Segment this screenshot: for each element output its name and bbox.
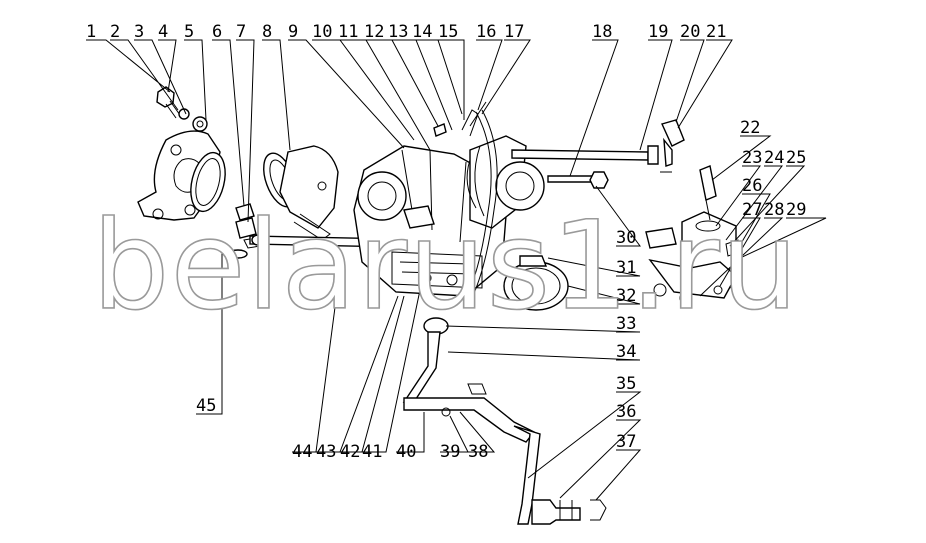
callout-16: 16 [476, 22, 496, 42]
callout-33: 33 [616, 314, 636, 334]
callout-20: 20 [680, 22, 700, 42]
callout-31: 31 [616, 258, 636, 278]
callout-19: 19 [648, 22, 668, 42]
callout-12: 12 [364, 22, 384, 42]
callout-28: 28 [764, 200, 784, 220]
callout-29: 29 [786, 200, 806, 220]
callout-2: 2 [110, 22, 120, 42]
callout-38: 38 [468, 442, 488, 462]
callout-45: 45 [196, 396, 216, 416]
connecting-pipe-part [511, 119, 685, 189]
callout-18: 18 [592, 22, 612, 42]
callout-numbers: 1 2 3 4 5 6 7 8 9 10 11 12 13 14 15 16 1… [86, 22, 806, 462]
bolt-part [156, 86, 208, 132]
callout-4: 4 [158, 22, 168, 42]
turbocharger-body-part [353, 145, 507, 297]
callout-42: 42 [340, 442, 360, 462]
callout-8: 8 [262, 22, 272, 42]
callout-21: 21 [706, 22, 726, 42]
callout-13: 13 [388, 22, 408, 42]
intake-elbow-part [263, 145, 339, 241]
callout-39: 39 [440, 442, 460, 462]
gasket-ring-part [190, 151, 226, 213]
callout-27: 27 [742, 200, 762, 220]
callout-10: 10 [312, 22, 332, 42]
watermark-text: belarus1.ru [92, 195, 799, 337]
leader-lines [86, 39, 827, 501]
callout-37: 37 [616, 432, 636, 452]
callout-3: 3 [134, 22, 144, 42]
callout-9: 9 [288, 22, 298, 42]
callout-36: 36 [616, 402, 636, 422]
callout-1: 1 [86, 22, 96, 42]
return-line-part [463, 109, 498, 303]
compressor-housing-part [433, 101, 545, 229]
callout-23: 23 [742, 148, 762, 168]
callout-5: 5 [184, 22, 194, 42]
callout-17: 17 [504, 22, 524, 42]
callout-24: 24 [764, 148, 784, 168]
callout-11: 11 [338, 22, 358, 42]
fitting-nipple-part [228, 203, 261, 259]
drain-pipe-part [402, 317, 607, 525]
callout-25: 25 [786, 148, 806, 168]
callout-22: 22 [740, 118, 760, 138]
callout-15: 15 [438, 22, 458, 42]
callout-44: 44 [292, 442, 312, 462]
callout-7: 7 [236, 22, 246, 42]
callout-35: 35 [616, 374, 636, 394]
callout-6: 6 [212, 22, 222, 42]
callout-26: 26 [742, 176, 762, 196]
callout-41: 41 [362, 442, 382, 462]
callout-43: 43 [316, 442, 336, 462]
callout-34: 34 [616, 342, 636, 362]
exploded-parts [137, 86, 741, 525]
callout-14: 14 [412, 22, 432, 42]
callout-32: 32 [616, 286, 636, 306]
callout-40: 40 [396, 442, 416, 462]
callout-30: 30 [616, 228, 636, 248]
